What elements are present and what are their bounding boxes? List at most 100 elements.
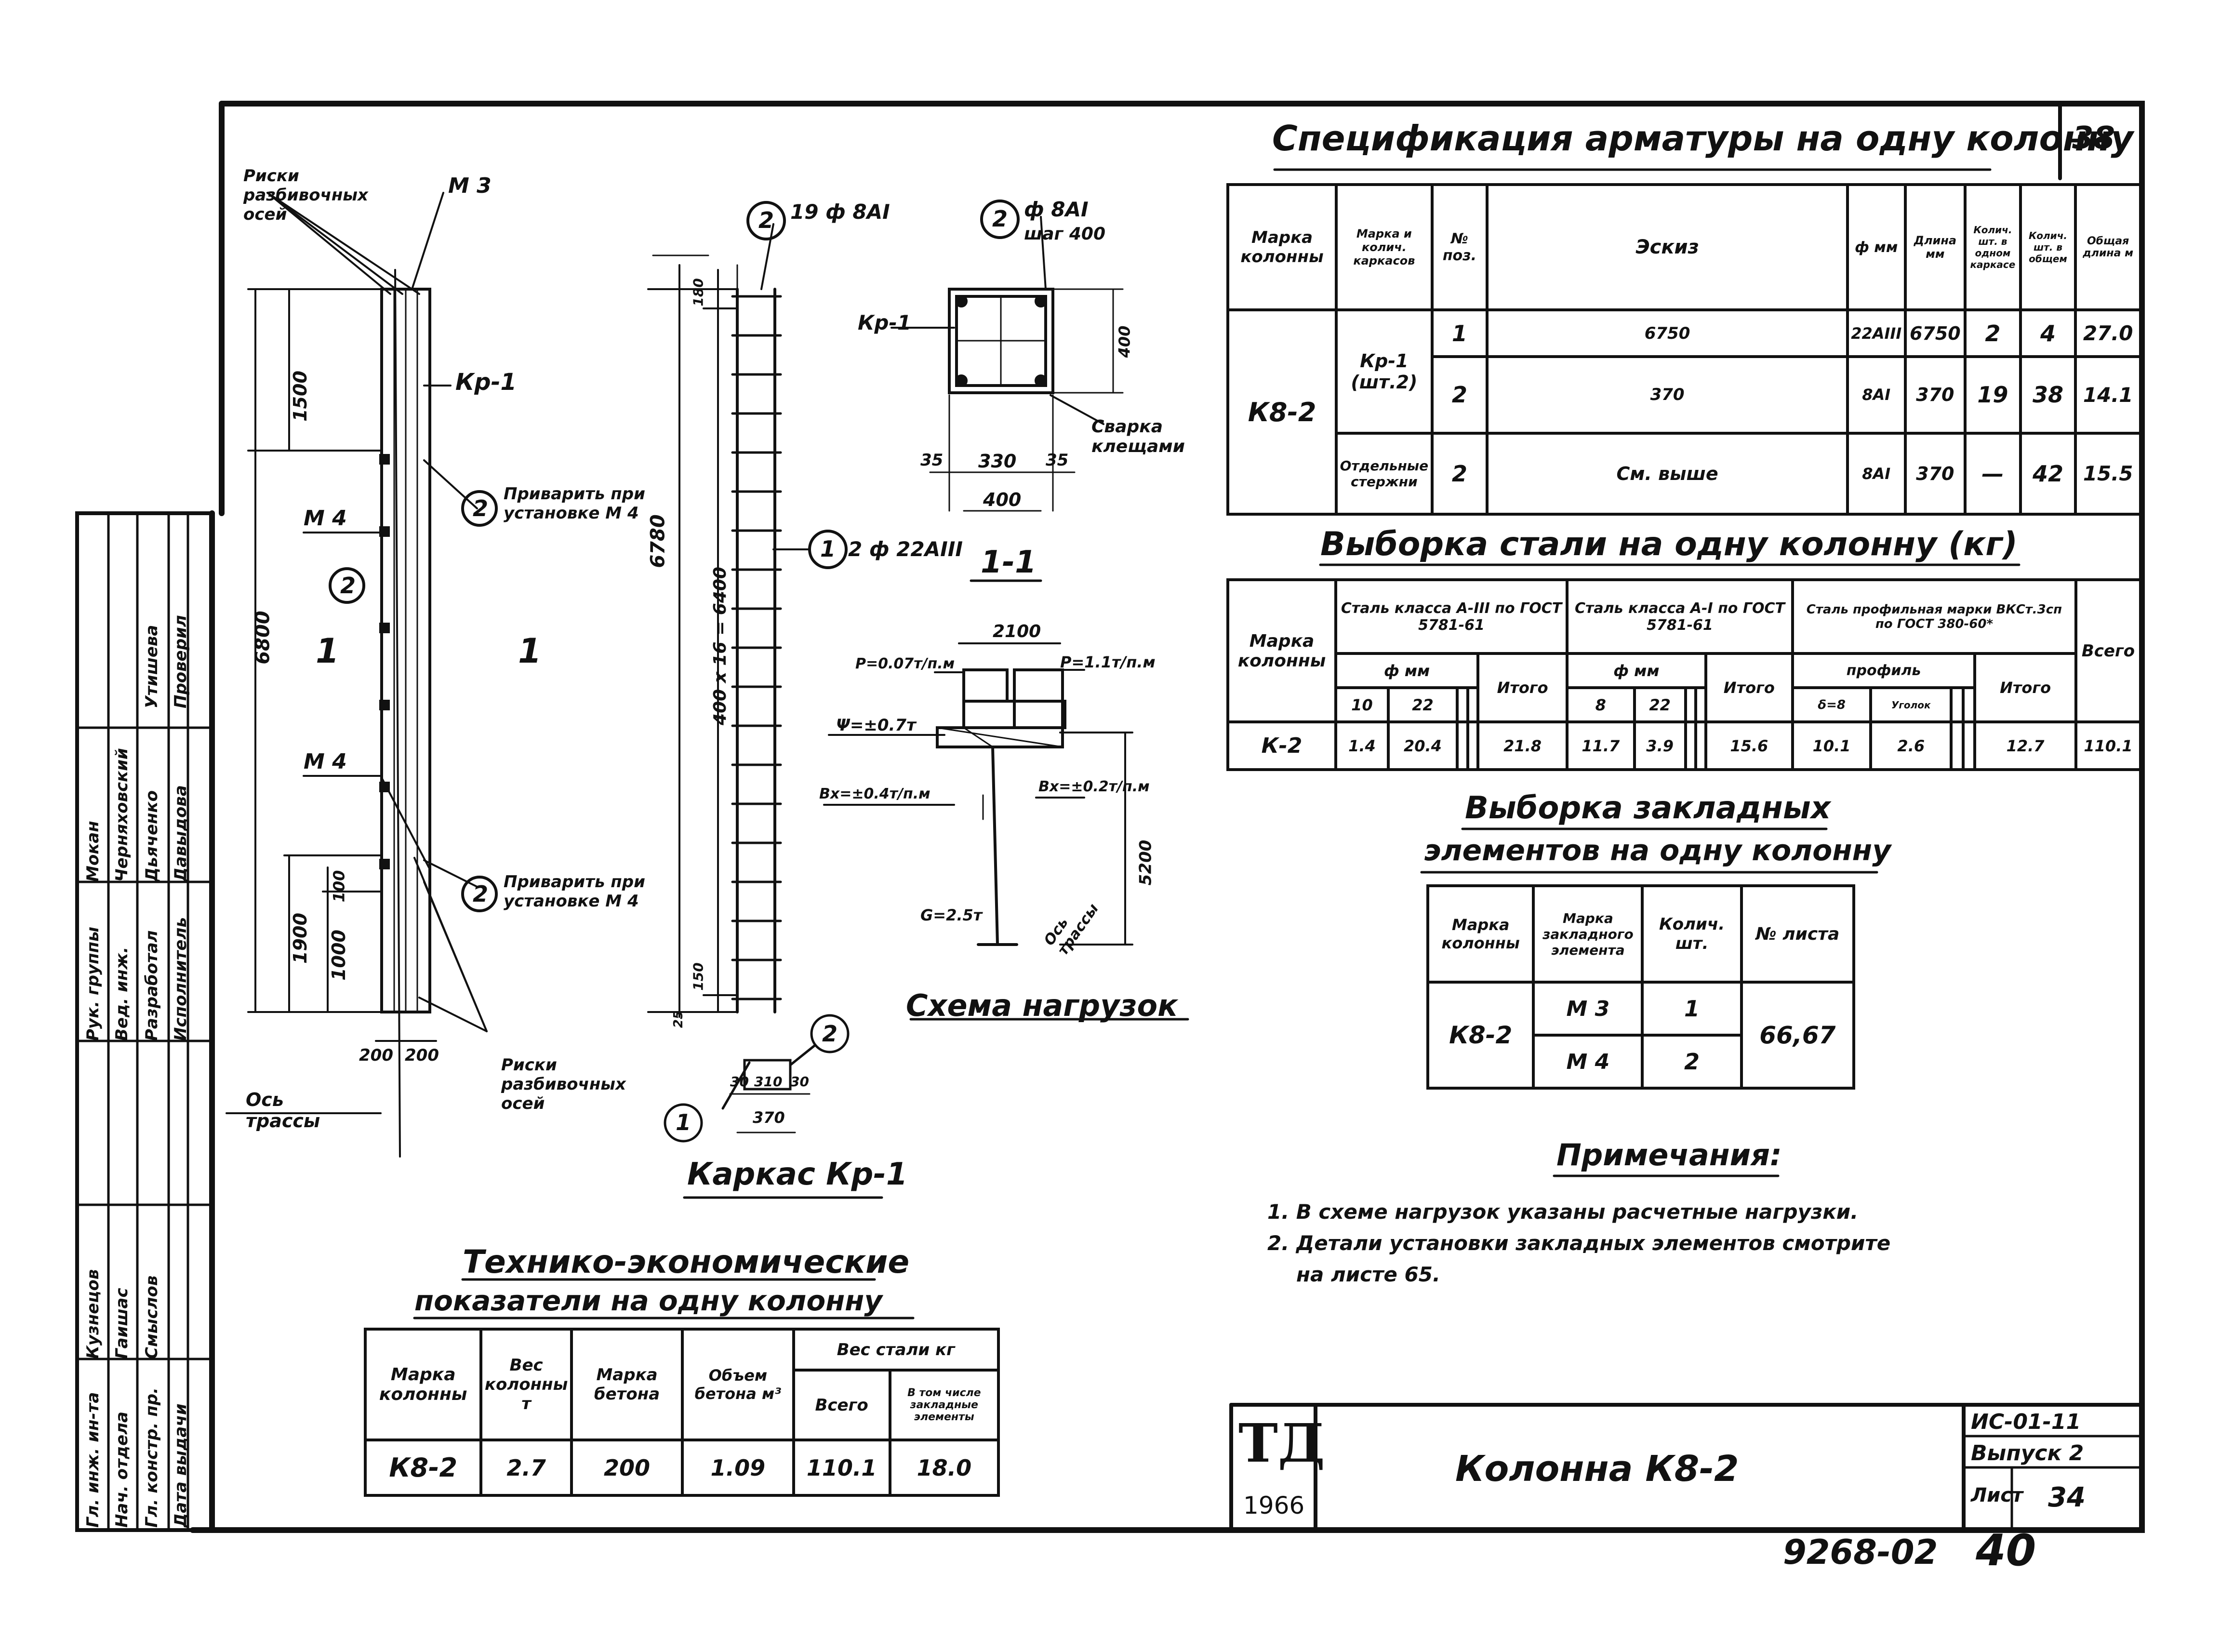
spec-mark: К8-2 [1226, 308, 1338, 516]
dim-200a: 200 [359, 1046, 393, 1065]
name-5: Черняховский [112, 748, 132, 882]
label-m4-b: М 4 [304, 749, 347, 774]
role-5: Вед. инж. [112, 946, 132, 1041]
section-caption: 1-1 [981, 545, 1037, 580]
embed-title-2: элементов на одну колонну [1424, 834, 1891, 867]
label-m4-a: М 4 [304, 506, 347, 531]
spec-r2-n2: 38 [2019, 355, 2077, 435]
spec-r1-len: 6750 [1903, 308, 1967, 359]
spec-r1-total: 27.0 [2074, 308, 2142, 359]
dim-1500: 1500 [289, 371, 311, 422]
tech-title-2: показатели на одну колонну [414, 1284, 883, 1317]
steel-h-itogo-a3: Итого [1476, 652, 1569, 724]
load-p-left: Р=0.07т/п.м [855, 655, 955, 672]
dim-1900: 1900 [289, 913, 311, 964]
steel-sub-empty-5 [1950, 686, 1965, 724]
embed-h-mark: Марка колонны [1426, 884, 1535, 984]
steel-row-p2: 2.6 [1869, 720, 1953, 771]
tech-h-weight: Вес колонны т [479, 1328, 573, 1441]
td-year: 1966 [1243, 1492, 1305, 1519]
name-6: Дьяченко [142, 790, 161, 882]
left-strip-text: Гл. инж. ин-та Нач. отдела Гл. констр. п… [80, 516, 210, 1528]
spec-r2-d: 8АI [1846, 355, 1907, 435]
section-dim-400-side: 400 [1115, 325, 1134, 358]
steel-sub-8: 8 [1566, 686, 1636, 724]
spec-r1-sketch: 6750 [1486, 308, 1849, 359]
embed-h-el: Марка закладного элемента [1532, 884, 1644, 984]
section-dim-35b: 35 [1046, 451, 1069, 470]
axis-label: Ось трассы [246, 1089, 320, 1132]
tech-row-concrete: 200 [570, 1439, 684, 1497]
spec-r2-total: 14.1 [2074, 355, 2142, 435]
steel-sub-empty-2 [1466, 686, 1480, 724]
note-line-2: 2. Детали установки закладных элементов … [1267, 1231, 1891, 1255]
steel-sub-22a: 22 [1386, 686, 1459, 724]
steel-row-a3-total: 21.8 [1476, 720, 1569, 771]
dim-100: 100 [330, 870, 348, 903]
name-3: Смыслов [142, 1275, 161, 1359]
role-4: Рук. группы [83, 927, 103, 1041]
cage-stirrups [731, 295, 782, 1000]
spec-h-n1: Колич. шт. в одном каркасе [1964, 183, 2022, 312]
section-mark-left: 1 [316, 631, 339, 671]
steel-row-empty-2 [1466, 720, 1480, 771]
sheet-frame [190, 101, 2145, 1533]
detail-callout-2: 2 [822, 1021, 838, 1047]
spec-h-len: Длина мм [1903, 183, 1967, 312]
section-label-step: шаг 400 [1024, 224, 1106, 244]
dim-150: 150 [690, 962, 706, 991]
name-2: Гаишас [112, 1288, 132, 1359]
steel-row-mark: К-2 [1226, 720, 1337, 771]
steel-h-dmm-a1: ф мм [1566, 652, 1707, 690]
spec-r2-len: 370 [1903, 355, 1967, 435]
steel-sub-empty-1 [1456, 686, 1469, 724]
cage-label-top: 19 ф 8АI [790, 200, 890, 224]
cage-kr1 [647, 201, 848, 1018]
embed-h-sheet: № листа [1740, 884, 1856, 984]
spec-r1-n2: 4 [2019, 308, 2077, 359]
spec-r3-d: 8АI [1846, 431, 1907, 516]
embed-r2-el: М 4 [1532, 1034, 1644, 1090]
spec-h-pos: № поз. [1430, 183, 1489, 312]
load-caption: Схема нагрузок [906, 988, 1178, 1023]
tech-row-embedded: 18.0 [888, 1439, 1000, 1497]
spec-r2-pos: 2 [1430, 355, 1489, 435]
steel-h-total: Всего [2074, 578, 2142, 724]
name-4: Мокан [83, 821, 103, 882]
spec-r1-d: 22АIII [1846, 308, 1907, 359]
note-line-3: на листе 65. [1296, 1263, 1440, 1286]
series-code: ИС-01-11 [1971, 1410, 2081, 1434]
label-riski-top: Риски разбивочных осей [243, 166, 368, 224]
date-label: Дата выдачи [171, 1403, 190, 1528]
section-mark-right: 1 [518, 631, 542, 671]
spec-h-d: ф мм [1846, 183, 1907, 312]
steel-row-a3-22: 20.4 [1386, 720, 1459, 771]
spec-h-total: Общая длина м [2074, 183, 2142, 312]
section-dim-330: 330 [978, 451, 1017, 472]
cage-callout-1: 1 [820, 536, 836, 562]
steel-h-prof-sub: профиль [1791, 652, 1977, 690]
role-1: Гл. инж. ин-та [83, 1392, 103, 1528]
stirrup-detail [664, 1014, 850, 1143]
dim-6780: 6780 [647, 514, 669, 568]
spec-r3-n1: — [1964, 431, 2022, 516]
stamp-sheet: 40 [1976, 1525, 2036, 1576]
role-8: Проверил [171, 615, 190, 708]
dim-spacing: 400 х 16 = 6400 [710, 567, 730, 725]
steel-sub-angle: Уголок [1869, 686, 1953, 724]
steel-row-p-total: 12.7 [1973, 720, 2077, 771]
spec-r2-sketch: 370 [1486, 355, 1849, 435]
tech-row-steel: 110.1 [792, 1439, 891, 1497]
label-m3: М 3 [448, 173, 492, 198]
sheet-number: 38 [2072, 120, 2115, 156]
steel-row-empty-6 [1961, 720, 1977, 771]
label-kp1: Кр-1 [455, 369, 517, 396]
notes-title: Примечания: [1556, 1137, 1782, 1172]
load-dim-5200: 5200 [1136, 839, 1156, 886]
steel-h-a3: Сталь класса А-III по ГОСТ 5781-61 [1334, 578, 1569, 655]
spec-r3-len: 370 [1903, 431, 1967, 516]
steel-sub-empty-3 [1684, 686, 1697, 724]
spec-loose: Отдельные стержни [1335, 431, 1434, 516]
load-g: G=2.5т [920, 906, 983, 924]
